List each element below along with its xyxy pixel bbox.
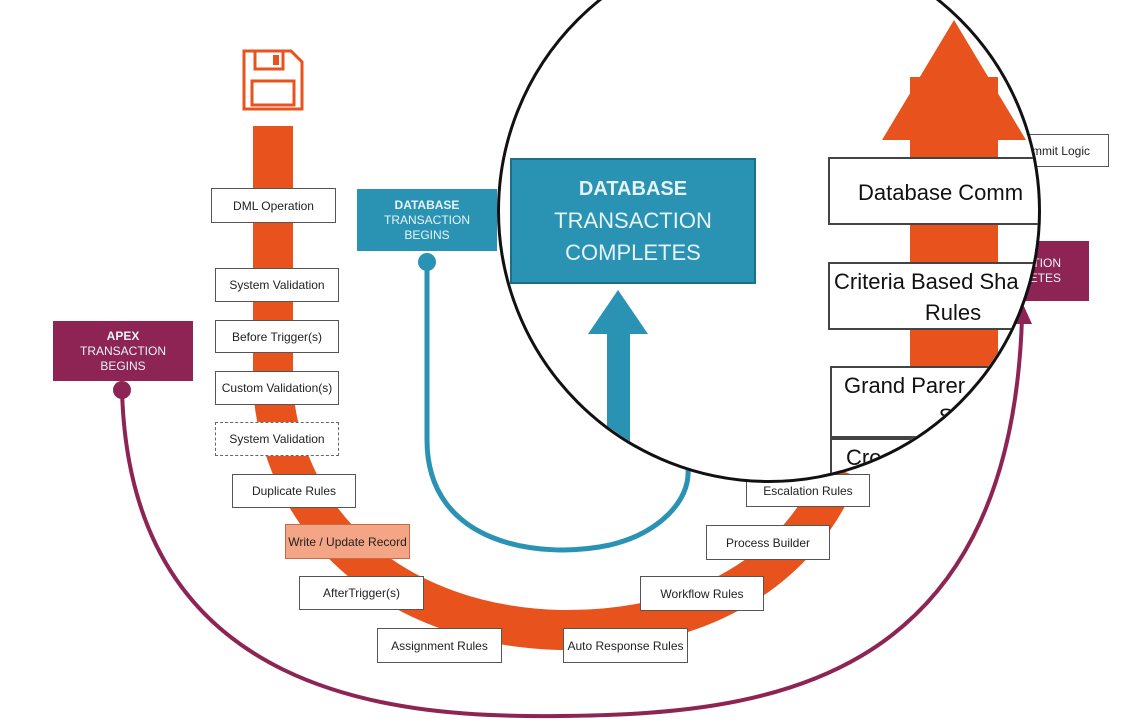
auto-response-rules-box: Auto Response Rules xyxy=(563,628,688,663)
apex-begins-line2: BEGINS xyxy=(100,358,146,373)
system-validation-box: System Validation xyxy=(215,268,339,302)
dml-operation-box: DML Operation xyxy=(211,188,336,223)
apex-completes-line1: TION xyxy=(1032,256,1061,270)
before-triggers-box: Before Trigger(s) xyxy=(215,320,339,353)
apex-begin-dot xyxy=(113,381,131,399)
assignment-rules-box: Assignment Rules xyxy=(377,628,502,663)
after-triggers-box: AfterTrigger(s) xyxy=(299,576,424,610)
db-begins-line1: TRANSACTION xyxy=(383,212,470,227)
system-validation-optional-box: System Validation xyxy=(215,422,339,456)
apex-begins-line1: TRANSACTION xyxy=(79,343,166,358)
process-builder-box: Process Builder xyxy=(706,525,830,560)
workflow-rules-box: Workflow Rules xyxy=(640,576,764,611)
apex-transaction-begins-box: APEX TRANSACTION BEGINS xyxy=(53,321,193,381)
floppy-disk-icon xyxy=(242,49,304,111)
apex-begins-bold: APEX xyxy=(106,328,140,343)
database-transaction-begins-box: DATABASE TRANSACTION BEGINS xyxy=(357,189,497,251)
custom-validations-box: Custom Validation(s) xyxy=(215,371,339,405)
database-begin-dot xyxy=(418,253,436,271)
duplicate-rules-box: Duplicate Rules xyxy=(232,474,356,508)
write-update-record-box: Write / Update Record xyxy=(285,524,410,559)
apex-transaction-arc xyxy=(120,317,1024,719)
db-begins-bold: DATABASE xyxy=(394,197,460,212)
db-begins-line2: BEGINS xyxy=(404,227,450,242)
database-transaction-arc xyxy=(424,262,691,553)
